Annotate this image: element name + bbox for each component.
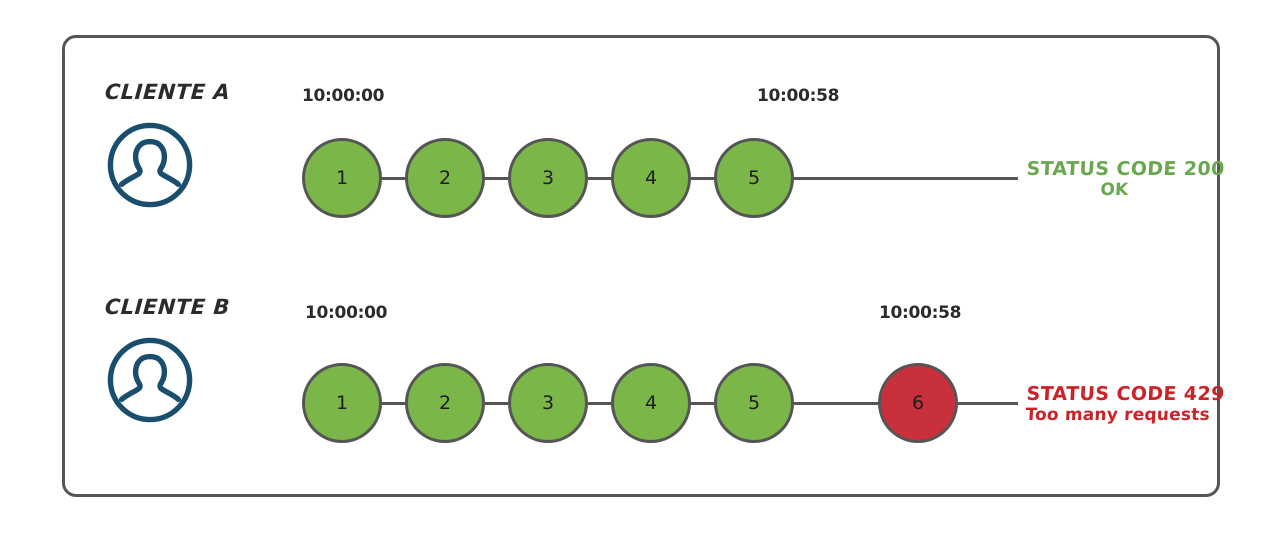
request-node[interactable]: 1: [302, 363, 382, 443]
request-node-label: 4: [644, 167, 658, 189]
timestamp-start-a: 10:00:00: [302, 86, 385, 106]
request-node[interactable]: 2: [405, 363, 485, 443]
connector-b-3: [588, 402, 611, 405]
connector-b-1: [382, 402, 405, 405]
timestamp-start-b: 10:00:00: [305, 303, 388, 323]
request-node-label: 3: [541, 167, 555, 189]
connector-a-2: [485, 177, 508, 180]
request-node-label: 2: [438, 167, 452, 189]
client-label-a: CLIENTE A: [104, 80, 232, 104]
connector-b-5: [794, 402, 878, 405]
request-node-label: 2: [438, 392, 452, 414]
connector-a-1: [382, 177, 405, 180]
status-badge-a: STATUS CODE 200 OK: [1025, 158, 1226, 200]
connector-a-3: [588, 177, 611, 180]
status-message-a: OK: [1099, 180, 1129, 200]
client-label-b: CLIENTE B: [104, 295, 231, 319]
connector-a-4: [691, 177, 714, 180]
request-node[interactable]: 4: [611, 138, 691, 218]
request-node-label: 5: [747, 392, 761, 414]
request-node[interactable]: 5: [714, 363, 794, 443]
status-message-b: Too many requests: [1024, 405, 1211, 425]
request-node[interactable]: 2: [405, 138, 485, 218]
client-block-b: CLIENTE B: [104, 295, 285, 425]
request-node-label: 3: [541, 392, 555, 414]
request-node[interactable]: 5: [714, 138, 794, 218]
diagram-frame: [62, 35, 1220, 497]
timestamp-end-b: 10:00:58: [879, 303, 962, 323]
status-code-b: STATUS CODE 429: [1025, 383, 1226, 405]
request-node-label: 6: [911, 392, 925, 414]
connector-b-tail: [958, 402, 1018, 405]
request-node-label: 4: [644, 392, 658, 414]
request-node[interactable]: 4: [611, 363, 691, 443]
status-code-a: STATUS CODE 200: [1025, 158, 1226, 180]
client-block-a: CLIENTE A: [104, 80, 285, 210]
request-node[interactable]: 3: [508, 138, 588, 218]
request-node-label: 5: [747, 167, 761, 189]
request-node-label: 1: [335, 392, 349, 414]
connector-b-2: [485, 402, 508, 405]
user-circle-icon: [105, 335, 195, 425]
user-circle-icon: [105, 120, 195, 210]
request-node-error[interactable]: 6: [878, 363, 958, 443]
status-badge-b: STATUS CODE 429 Too many requests: [1024, 383, 1226, 425]
connector-a-tail: [794, 177, 1018, 180]
request-node[interactable]: 1: [302, 138, 382, 218]
timestamp-end-a: 10:00:58: [757, 86, 840, 106]
connector-b-4: [691, 402, 714, 405]
request-node-label: 1: [335, 167, 349, 189]
request-node[interactable]: 3: [508, 363, 588, 443]
